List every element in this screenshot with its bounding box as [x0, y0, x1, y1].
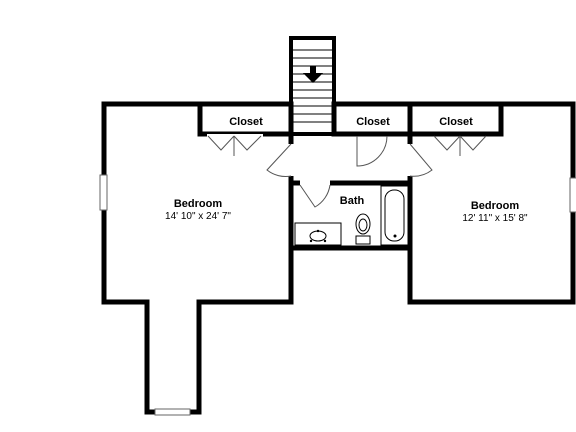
closet-right-walls — [407, 101, 504, 137]
closet-right-door — [433, 135, 487, 156]
bedroom-right-label: Bedroom — [471, 200, 520, 212]
closet-center-label: Closet — [356, 116, 390, 128]
bedroom-left-dims: 14' 10" x 24' 7" — [165, 211, 231, 222]
bath-door — [299, 180, 331, 208]
down-arrow-icon — [303, 66, 323, 83]
bedroom-left-label: Bedroom — [174, 198, 223, 210]
closet-right-label: Closet — [439, 116, 473, 128]
window-bottom — [154, 408, 191, 416]
center-walls — [288, 101, 576, 305]
toilet — [355, 213, 371, 245]
closet-left-door — [207, 134, 263, 156]
bedroom-right-dims: 12' 11" x 15' 8" — [462, 213, 528, 224]
vanity — [294, 222, 342, 246]
window-left — [99, 174, 108, 211]
closet-center-door — [356, 135, 388, 167]
bedroom-right-door — [407, 143, 433, 177]
window-right — [569, 177, 576, 213]
stairwell — [289, 36, 336, 136]
bedroom-left-door — [266, 143, 294, 177]
bedroom-left-walls — [101, 101, 294, 415]
bathtub — [380, 185, 409, 246]
bath-label: Bath — [340, 195, 365, 207]
closet-left-label: Closet — [229, 116, 263, 128]
